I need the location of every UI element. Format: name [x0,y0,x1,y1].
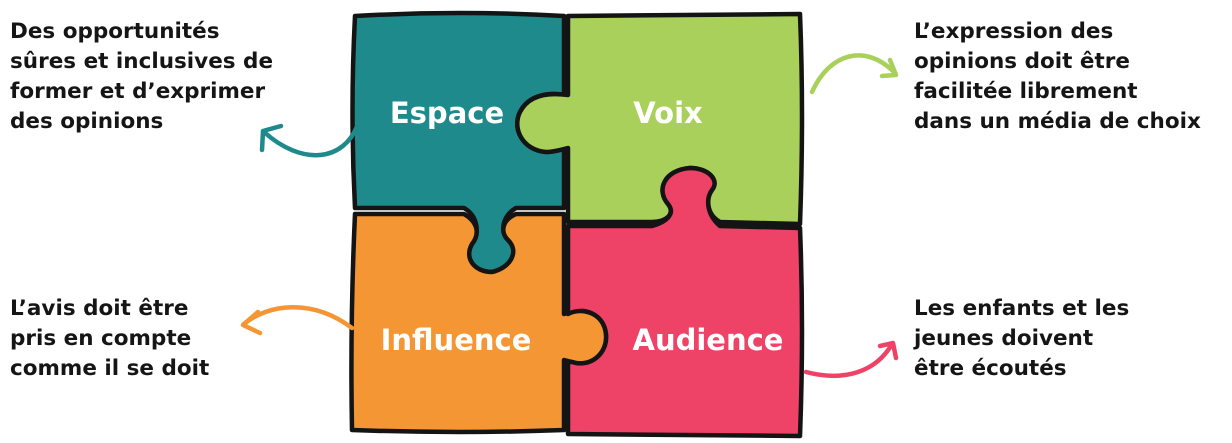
description-influence: L’avis doit être pris en compte comme il… [10,294,209,384]
arrow-voix [809,53,899,95]
description-voix-line: facilitée librement [914,79,1138,104]
description-espace-line: Des opportunités [10,19,220,44]
description-influence-line: L’avis doit être [10,296,189,321]
description-espace-line: former et d’exprimer [10,79,266,104]
piece-label-espace: Espace [390,96,504,130]
arrow-influence [240,305,355,336]
description-audience-line: être écoutés [914,356,1067,381]
description-espace-line: sûres et inclusives de [10,49,274,74]
arrow-espace [259,121,361,158]
description-influence-line: comme il se doit [10,356,210,381]
description-voix-line: opinions doit être [914,49,1130,74]
description-espace-line: des opinions [10,109,164,134]
description-audience-line: jeunes doivent [914,326,1094,351]
piece-label-voix: Voix [633,96,703,130]
puzzle-piece-audience [565,165,805,439]
description-audience: Les enfants et les jeunes doivent être é… [914,294,1129,384]
description-voix-line: dans un média de choix [914,109,1201,134]
description-espace: Des opportunités sûres et inclusives de … [10,17,273,137]
piece-label-audience: Audience [633,323,784,357]
description-voix: L’expression des opinions doit être faci… [914,17,1201,137]
description-voix-line: L’expression des [914,19,1114,44]
description-audience-line: Les enfants et les [914,296,1130,321]
arrow-audience [803,340,899,379]
piece-label-influence: Influence [381,323,532,357]
description-influence-line: pris en compte [10,326,192,351]
